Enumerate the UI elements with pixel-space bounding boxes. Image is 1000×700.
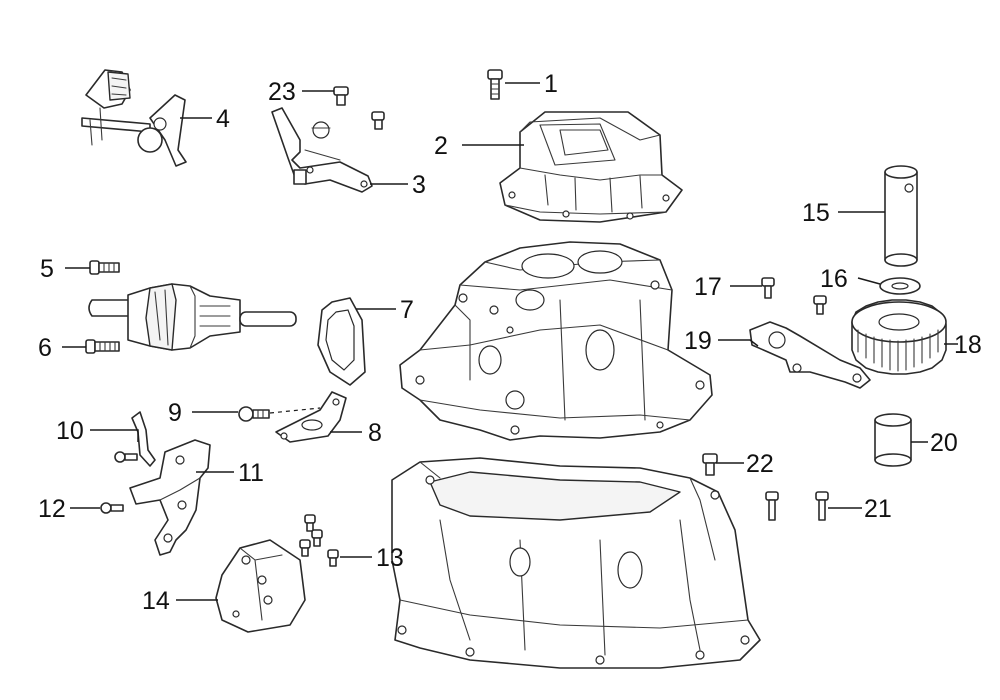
part-12-bolt: [100, 502, 124, 514]
label-15: 15: [802, 199, 830, 227]
part-14-cover-plate: [215, 539, 306, 633]
label-4: 4: [216, 105, 230, 133]
label-1: 1: [544, 70, 558, 98]
part-7-gasket: [317, 297, 366, 386]
part-main-transmission-case: [399, 241, 713, 441]
label-9: 9: [168, 399, 182, 427]
small-bolt-left-1: [114, 451, 138, 463]
small-bolt-right: [813, 295, 827, 315]
label-5: 5: [40, 255, 54, 283]
label-16: 16: [820, 265, 848, 293]
part-18-gear: [851, 299, 947, 375]
label-10: 10: [56, 417, 84, 445]
part-3-shift-lever-bracket: [271, 107, 373, 193]
label-7: 7: [400, 296, 414, 324]
selector-shaft-assembly: [88, 283, 297, 351]
label-17: 17: [694, 273, 722, 301]
part-8-bracket: [275, 391, 347, 443]
part-20-bushing: [874, 413, 912, 467]
label-8: 8: [368, 419, 382, 447]
part-21-bolts: [765, 491, 829, 521]
part-11-bracket: [129, 439, 211, 556]
label-20: 20: [930, 429, 958, 457]
label-13: 13: [376, 544, 404, 572]
part-17-bolt: [761, 277, 775, 299]
part-22-bolt: [702, 453, 718, 476]
part-6-bolt: [85, 339, 120, 354]
callout-labels: 1 2 3 4 5 6 7 8 9 10 11 12 13 14 15 16 1…: [38, 70, 982, 615]
label-23: 23: [268, 78, 296, 106]
part-9-bolt: [238, 406, 270, 422]
label-11: 11: [238, 459, 264, 487]
part-13-bolts: [299, 514, 339, 567]
part-1-bolt: [487, 69, 503, 100]
label-18: 18: [954, 331, 982, 359]
part-5-bolt: [89, 260, 120, 275]
part-15-pin: [884, 165, 918, 267]
part-23-bolt: [333, 86, 349, 106]
leader-lines: [62, 82, 958, 601]
label-3: 3: [412, 171, 426, 199]
label-12: 12: [38, 495, 66, 523]
label-19: 19: [684, 327, 712, 355]
part-19-lever: [749, 321, 871, 389]
small-bolt: [371, 111, 385, 130]
label-21: 21: [864, 495, 892, 523]
label-6: 6: [38, 334, 52, 362]
part-2-transmission-cover: [499, 111, 683, 223]
part-16-washer: [879, 277, 921, 295]
part-4-shift-mechanism: [81, 69, 187, 167]
label-22: 22: [746, 450, 774, 478]
part-clutch-housing: [391, 457, 761, 669]
label-2: 2: [434, 132, 448, 160]
label-14: 14: [142, 587, 170, 615]
